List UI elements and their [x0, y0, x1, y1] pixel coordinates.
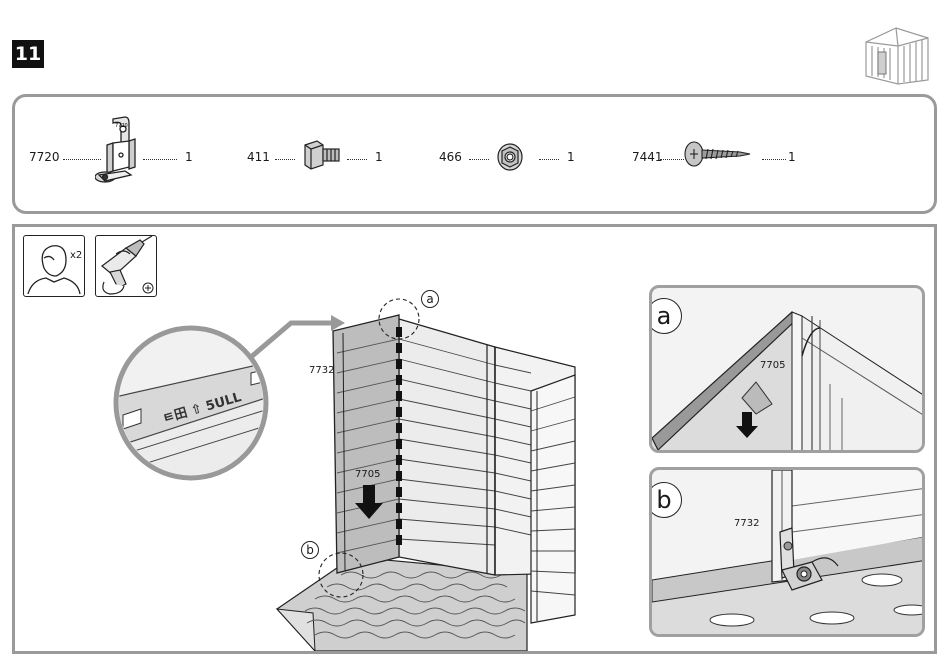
detail-b-label-7732: 7732	[734, 518, 759, 529]
detail-b-illustration	[652, 470, 925, 637]
part-qty: 1	[185, 150, 193, 164]
part-item: 466 1	[435, 97, 595, 211]
side-panel-7732	[333, 315, 402, 573]
leader-dots	[275, 159, 295, 160]
bracket-icon: 7720	[95, 115, 145, 187]
part-code: 7720	[29, 150, 60, 164]
part-item: 411 1	[243, 97, 403, 211]
svg-text:7720: 7720	[115, 123, 128, 129]
leader-dots	[347, 159, 367, 160]
part-code: 7441	[632, 150, 663, 164]
assembly-panel: x2	[12, 224, 937, 654]
leader-dots	[143, 159, 177, 160]
callout-a-label: a	[421, 290, 439, 308]
part-item: 7441 1	[630, 97, 830, 211]
leader-dots	[539, 159, 559, 160]
detail-a-illustration	[652, 288, 925, 453]
square-bolt-icon	[301, 139, 343, 171]
flange-nut-icon	[497, 143, 523, 171]
shed-thumbnail-icon	[858, 24, 934, 86]
leader-dots	[469, 159, 489, 160]
callout-b-label: b	[301, 541, 319, 559]
part-code: 411	[247, 150, 270, 164]
part-qty: 1	[788, 150, 796, 164]
leader-dots	[762, 159, 786, 160]
part-qty: 1	[567, 150, 575, 164]
step-number: 11	[12, 40, 44, 68]
panel-label-7732: 7732	[309, 365, 334, 376]
detail-b-panel: b 7732	[649, 467, 925, 637]
part-item: 7720 7720 1	[15, 97, 215, 211]
parts-list-panel: 7720 7720 1 411	[12, 94, 937, 214]
rail-label-7705: 7705	[355, 469, 380, 480]
leader-dots	[660, 159, 684, 160]
right-wall	[531, 375, 575, 623]
detail-a-label-7705: 7705	[760, 360, 785, 371]
detail-a-panel: a 7705	[649, 285, 925, 453]
part-qty: 1	[375, 150, 383, 164]
screw-icon	[682, 141, 752, 167]
part-code: 466	[439, 150, 462, 164]
